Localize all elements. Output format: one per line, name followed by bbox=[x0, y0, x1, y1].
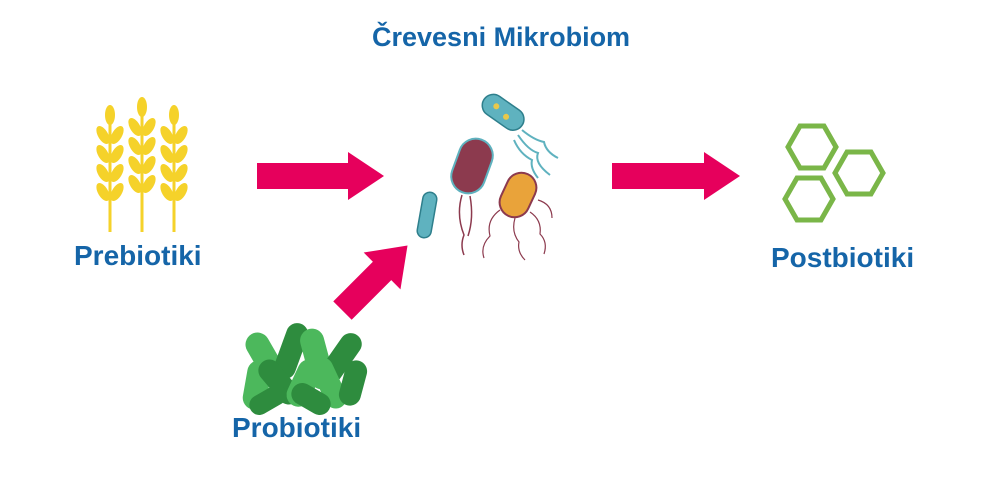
arrow-microbiome-to-postbiotics bbox=[612, 152, 740, 200]
wheat-stalk-right bbox=[160, 105, 188, 232]
wheat-stalk-middle bbox=[128, 97, 156, 232]
label-probiotics: Probiotiki bbox=[232, 412, 362, 443]
bacteria-cluster-icon bbox=[242, 323, 368, 415]
hexagon-molecule-icon bbox=[782, 123, 886, 223]
wheat-icon bbox=[96, 97, 188, 232]
arrow-probiotics-to-microbiome bbox=[333, 245, 408, 320]
diagram-title: Črevesni Mikrobiom bbox=[372, 22, 631, 52]
label-prebiotics: Prebiotiki bbox=[74, 240, 202, 271]
wheat-stalk-left bbox=[96, 105, 124, 232]
label-postbiotics: Postbiotiki bbox=[771, 242, 915, 273]
microbes-icon bbox=[416, 93, 559, 261]
arrow-prebiotics-to-microbiome bbox=[257, 152, 384, 200]
